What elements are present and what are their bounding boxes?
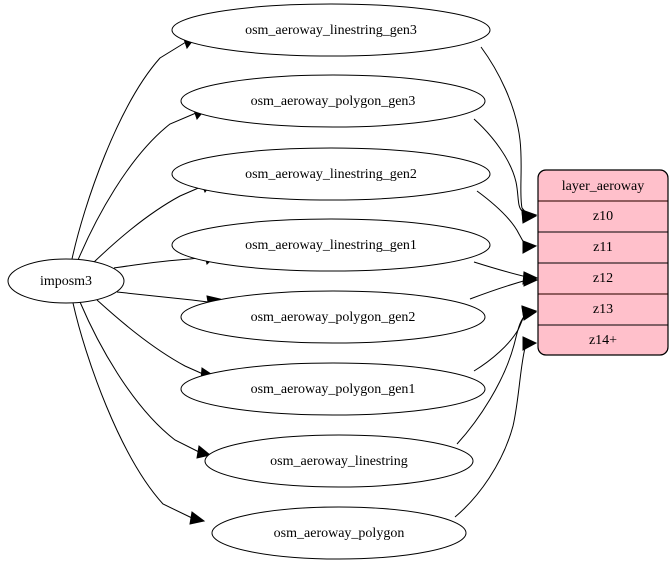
layer_aeroway-row-z14-label: z14+ [589,333,617,348]
node-imposm3-label: imposm3 [40,274,92,289]
edge-group-tables-to-layer [454,46,539,518]
node-layer_aeroway-table[interactable]: layer_aeroway z10 z11 z12 z13 z14+ [537,169,669,356]
node-osm_aeroway_polygon_gen1[interactable]: osm_aeroway_polygon_gen1 [180,362,486,416]
node-imposm3[interactable]: imposm3 [7,258,125,304]
node-osm_aeroway_linestring[interactable]: osm_aeroway_linestring [204,434,474,488]
layer_aeroway-row-z13-label: z13 [593,302,613,317]
node-osm_aeroway_linestring_gen1-shape[interactable] [171,218,491,272]
node-osm_aeroway_polygon-label: osm_aeroway_polygon [274,526,405,541]
node-osm_aeroway_linestring_gen3-shape[interactable] [171,3,491,57]
node-osm_aeroway_polygon[interactable]: osm_aeroway_polygon [211,506,467,560]
node-osm_aeroway_polygon_gen2[interactable]: osm_aeroway_polygon_gen2 [180,290,486,344]
edge-imposm3-to-osm_aeroway_linestring_gen3 [71,35,197,260]
edge-imposm3-to-osm_aeroway_linestring [79,301,212,459]
edge-osm_aeroway_polygon_gen3-to-z10 [473,118,538,224]
layer_aeroway-row-header-label: layer_aeroway [562,179,644,194]
layer_aeroway-row-z10-label: z10 [593,209,613,224]
node-osm_aeroway_linestring_gen2-label: osm_aeroway_linestring_gen2 [245,167,417,182]
node-imposm3-shape[interactable] [7,258,125,304]
node-osm_aeroway_polygon-shape[interactable] [211,506,467,560]
node-osm_aeroway_polygon_gen3-label: osm_aeroway_polygon_gen3 [251,94,416,109]
node-osm_aeroway_linestring_gen1-label: osm_aeroway_linestring_gen1 [245,238,417,253]
edge-osm_aeroway_polygon_gen2-to-z12 [469,273,539,300]
node-osm_aeroway_linestring_gen2[interactable]: osm_aeroway_linestring_gen2 [171,147,491,201]
edge-osm_aeroway_linestring-to-z13 [456,306,538,445]
edge-osm_aeroway_polygon-to-z14 [454,336,538,518]
node-osm_aeroway_linestring-shape[interactable] [204,434,474,488]
edge-imposm3-to-osm_aeroway_polygon [72,302,206,525]
node-osm_aeroway_linestring_gen2-shape[interactable] [171,147,491,201]
node-osm_aeroway_polygon_gen3-shape[interactable] [180,74,486,128]
node-osm_aeroway_polygon_gen1-shape[interactable] [180,362,486,416]
node-osm_aeroway_polygon_gen3[interactable]: osm_aeroway_polygon_gen3 [180,74,486,128]
node-osm_aeroway_linestring_gen3-label: osm_aeroway_linestring_gen3 [245,23,417,38]
node-osm_aeroway_linestring-label: osm_aeroway_linestring [270,454,408,469]
node-osm_aeroway_linestring_gen1[interactable]: osm_aeroway_linestring_gen1 [171,218,491,272]
node-osm_aeroway_linestring_gen3[interactable]: osm_aeroway_linestring_gen3 [171,3,491,57]
node-osm_aeroway_polygon_gen2-label: osm_aeroway_polygon_gen2 [251,310,416,325]
layer_aeroway-table-outline [537,169,669,356]
layer_aeroway-row-z12-label: z12 [593,271,613,286]
node-osm_aeroway_polygon_gen1-label: osm_aeroway_polygon_gen1 [251,382,416,397]
layer_aeroway-row-z11-label: z11 [593,240,613,255]
edge-osm_aeroway_linestring_gen2-to-z11 [476,190,538,254]
node-osm_aeroway_polygon_gen2-shape[interactable] [180,290,486,344]
